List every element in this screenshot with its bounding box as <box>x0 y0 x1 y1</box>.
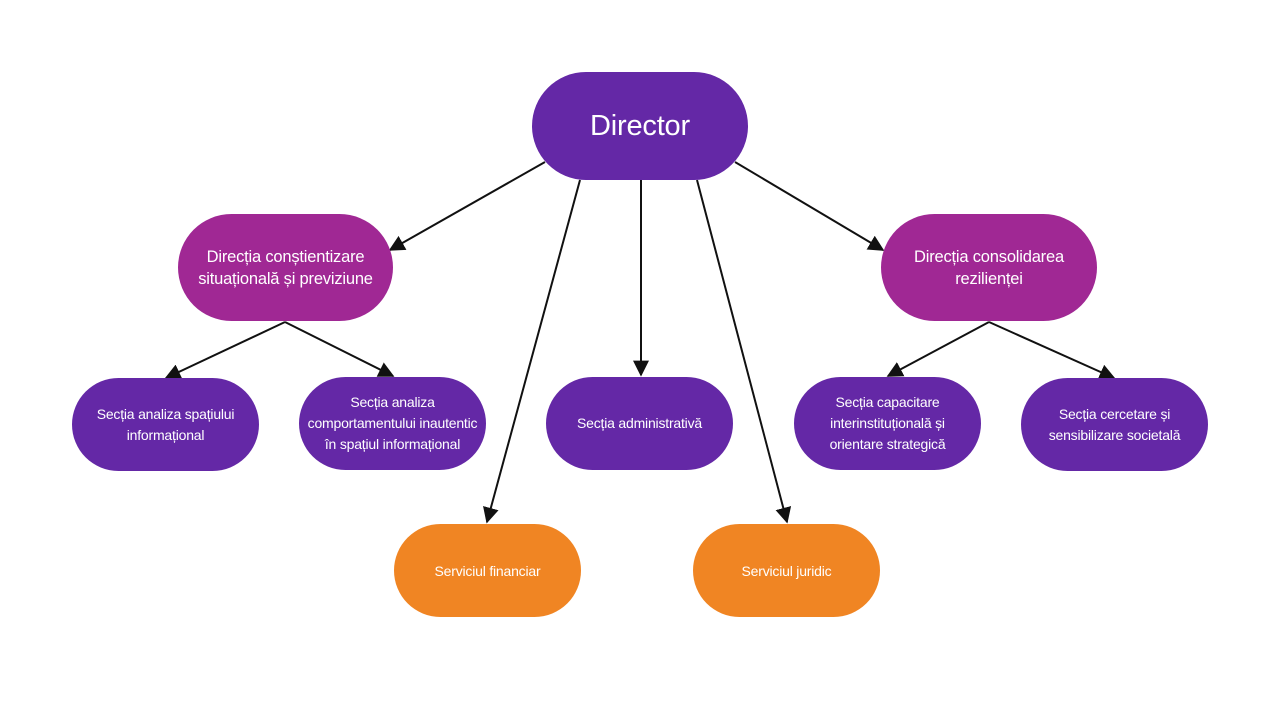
connector-director-to-directia-consolidarea <box>734 161 885 251</box>
node-serviciul-juridic[interactable]: Serviciul juridic <box>693 524 880 617</box>
node-director[interactable]: Director <box>532 72 748 180</box>
node-directia-constientizare-situationala[interactable]: Direcția conștientizare situațională și … <box>178 214 393 321</box>
node-directia-consolidarea-rezilientei[interactable]: Direcția consolidarea rezilienței <box>881 214 1097 321</box>
connectors <box>164 161 1116 524</box>
connector-director-to-serviciul-juridic <box>696 179 792 524</box>
node-sectia-analiza-spatiului[interactable]: Secția analiza spațiului informațional <box>72 378 259 471</box>
connector-directia-constientizare-to-sectia-comportament <box>284 321 395 377</box>
node-sectia-capacitare[interactable]: Secția capacitare interinstituțională și… <box>794 377 981 470</box>
connector-directia-consolidarea-to-sectia-cercetare <box>988 321 1116 380</box>
node-serviciul-financiar[interactable]: Serviciul financiar <box>394 524 581 617</box>
node-sectia-analiza-comportamentului[interactable]: Secția analiza comportamentului inautent… <box>299 377 486 470</box>
node-sectia-administrativa[interactable]: Secția administrativă <box>546 377 733 470</box>
connector-director-to-directia-constientizare <box>388 161 546 251</box>
node-sectia-cercetare[interactable]: Secția cercetare și sensibilizare societ… <box>1021 378 1208 471</box>
connector-directia-constientizare-to-sectia-spatiu <box>164 321 286 380</box>
connector-directia-consolidarea-to-sectia-capacitare <box>886 321 990 377</box>
connector-director-to-serviciul-financiar <box>483 179 581 524</box>
